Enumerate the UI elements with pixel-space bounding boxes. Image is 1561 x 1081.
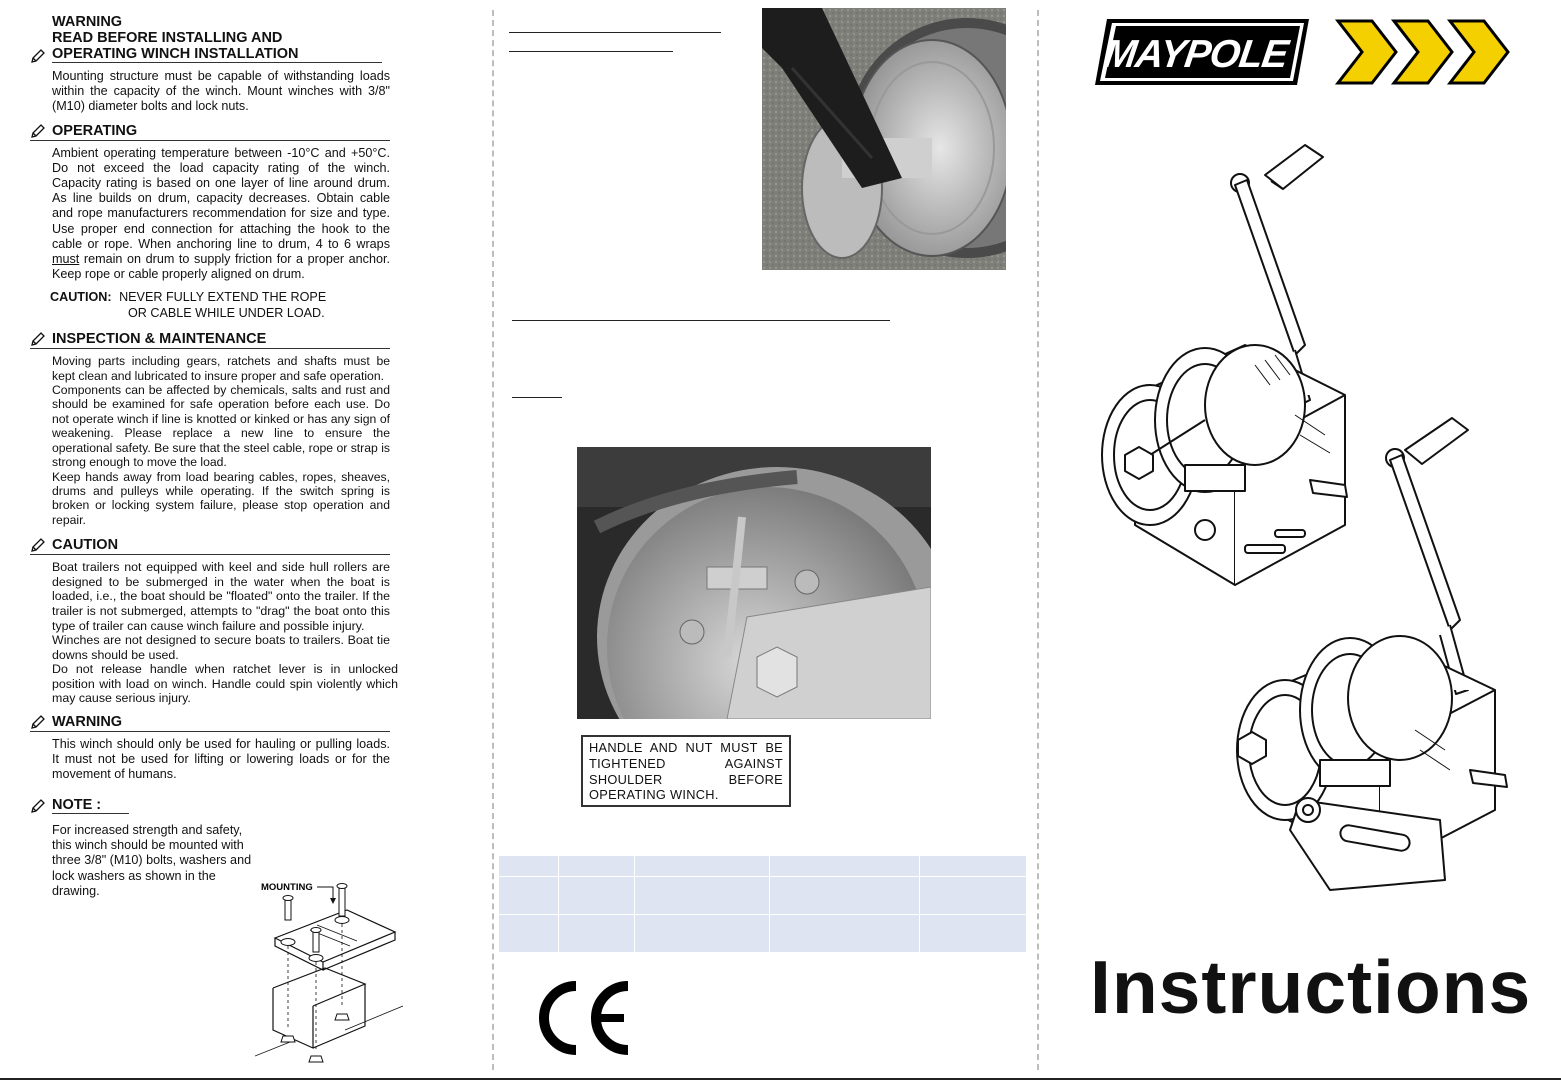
operating-body: Ambient operating temperature between -1…	[52, 146, 390, 283]
operating-body-part1: Ambient operating temperature between -1…	[52, 145, 390, 251]
operating-must: must	[52, 252, 80, 267]
warning-heading-line1: WARNING	[52, 14, 123, 30]
ce-mark: CE	[539, 981, 629, 1055]
spec-table	[498, 855, 1027, 953]
inspection-body: Moving parts including gears, ratchets a…	[52, 354, 390, 527]
operating-heading: OPERATING	[30, 123, 390, 141]
inspection-para1: Moving parts including gears, ratchets a…	[52, 354, 390, 383]
warning-heading-line2: READ BEFORE INSTALLING AND	[52, 30, 283, 46]
handle-warning-box: HANDLE AND NUT MUST BE TIGHTENED AGAINST…	[581, 735, 791, 807]
warning2-body: This winch should only be used for hauli…	[52, 737, 390, 782]
pencil-icon	[31, 123, 45, 138]
caution-heading: CAUTION	[30, 537, 390, 556]
warning-heading: WARNING READ BEFORE INSTALLING AND OPERA…	[30, 14, 390, 64]
warning-heading-line3: OPERATING WINCH INSTALLATION	[52, 46, 382, 63]
pencil-icon	[31, 715, 45, 729]
note-section: NOTE : For increased strength and safety…	[30, 783, 390, 900]
mounting-label: MOUNTING	[261, 882, 313, 893]
table-row	[498, 914, 1027, 953]
pencil-icon	[31, 49, 45, 63]
winch-strap-photo	[762, 8, 1006, 270]
caution-para1: Boat trailers not equipped with keel and…	[52, 560, 390, 633]
winch-illustration-bottom	[1236, 417, 1508, 891]
underline-top-2	[509, 51, 673, 52]
handle-warning-line2: TIGHTENED AGAINST	[589, 755, 783, 771]
page-bottom-rule	[0, 1078, 1561, 1080]
mounting-diagram: MOUNTING	[255, 882, 404, 1063]
brand-name: MAYPOLE	[1101, 33, 1293, 76]
pencil-icon	[31, 798, 45, 813]
inspection-heading: INSPECTION & MAINTENANCE	[30, 331, 390, 350]
caution-line1: NEVER FULLY EXTEND THE ROPE	[119, 290, 327, 305]
caution-para3: Do not release handle when ratchet lever…	[52, 662, 398, 706]
safety-panel: WARNING READ BEFORE INSTALLING AND OPERA…	[30, 14, 398, 900]
caution-note: CAUTION: NEVER FULLY EXTEND THE ROPE OR …	[50, 290, 390, 321]
underline-top-1	[509, 32, 721, 33]
caution-line2: OR CABLE WHILE UNDER LOAD.	[128, 305, 325, 320]
handle-warning-line4: OPERATING WINCH.	[589, 787, 719, 803]
handle-warning-line1: HANDLE AND NUT MUST BE	[589, 740, 783, 755]
table-row	[498, 855, 1027, 877]
table-row	[498, 876, 1027, 915]
chevron-icon	[1390, 19, 1454, 85]
pencil-icon	[31, 538, 45, 553]
underline-mid-2	[512, 397, 562, 398]
inspection-para3: Keep hands away from load bearing cables…	[52, 469, 390, 527]
fold-line-right	[1037, 10, 1039, 1070]
note-heading: NOTE :	[30, 797, 390, 815]
chevron-icon	[1334, 19, 1398, 85]
fold-line-left	[492, 10, 494, 1070]
inspection-para2: Components can be affected by chemicals,…	[52, 383, 390, 470]
caution-para2: Winches are not designed to secure boats…	[52, 633, 390, 662]
winch-illustration-top	[1101, 144, 1348, 586]
caution-body: Boat trailers not equipped with keel and…	[52, 560, 398, 706]
warning2-heading: WARNING	[30, 714, 390, 733]
handle-warning-line3: SHOULDER BEFORE	[589, 771, 783, 787]
note-body: For increased strength and safety, this …	[52, 822, 252, 899]
caution-label: CAUTION:	[50, 290, 112, 305]
maypole-logo: MAYPOLE	[1095, 19, 1309, 85]
cable-anchor-photo	[577, 447, 931, 719]
underline-mid-1	[512, 320, 890, 321]
chevron-icon	[1446, 19, 1510, 85]
operating-body-part2: remain on drum to supply friction for a …	[52, 252, 390, 282]
instructions-title: Instructions	[1090, 945, 1532, 1029]
warning-body: Mounting structure must be capable of wi…	[52, 69, 390, 114]
pencil-icon	[31, 332, 45, 347]
